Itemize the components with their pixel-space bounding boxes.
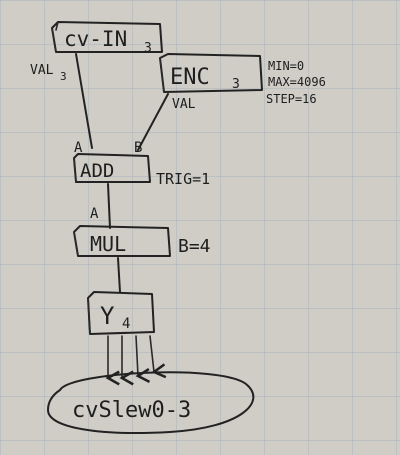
y-label: Y bbox=[100, 302, 115, 330]
cv-in-subscript: 3 bbox=[144, 41, 152, 56]
add-label: ADD bbox=[80, 160, 114, 182]
cv-in-node: cv-IN 3 bbox=[51, 21, 163, 56]
mul-port-a: A bbox=[90, 206, 99, 222]
cv-slew-label: cvSlew0-3 bbox=[72, 398, 191, 423]
y-node: Y 4 bbox=[87, 291, 155, 335]
enc-subscript: 3 bbox=[232, 77, 240, 92]
wire-mul-to-y bbox=[117, 257, 121, 293]
wire-enc-to-add-b bbox=[137, 93, 169, 151]
cv-in-val-port-subscript: 3 bbox=[60, 70, 67, 83]
cv-in-label: cv-IN bbox=[64, 27, 127, 51]
wire-y-to-slew-3 bbox=[149, 335, 167, 379]
y-subscript: 4 bbox=[122, 316, 130, 332]
add-trig-param: TRIG=1 bbox=[156, 170, 210, 188]
mul-b-param: B=4 bbox=[178, 236, 211, 257]
add-node: ADD bbox=[73, 153, 151, 183]
enc-max-param: MAX=4096 bbox=[268, 75, 326, 89]
cv-in-val-port: VAL bbox=[30, 63, 54, 78]
enc-min-param: MIN=0 bbox=[268, 59, 304, 73]
cv-slew-node: cvSlew0-3 bbox=[47, 371, 255, 435]
mul-label: MUL bbox=[90, 232, 126, 256]
wire-add-to-mul bbox=[107, 183, 111, 229]
mul-node: MUL bbox=[73, 225, 171, 257]
enc-val-port: VAL bbox=[172, 97, 196, 112]
add-port-a: A bbox=[74, 140, 83, 156]
wire-cv-in-to-add-a bbox=[75, 53, 93, 149]
enc-label: ENC bbox=[170, 65, 210, 90]
wire-y-to-slew-2 bbox=[135, 335, 151, 383]
enc-node: ENC 3 bbox=[159, 53, 263, 93]
enc-step-param: STEP=16 bbox=[266, 92, 317, 106]
add-port-b: B bbox=[134, 140, 142, 156]
